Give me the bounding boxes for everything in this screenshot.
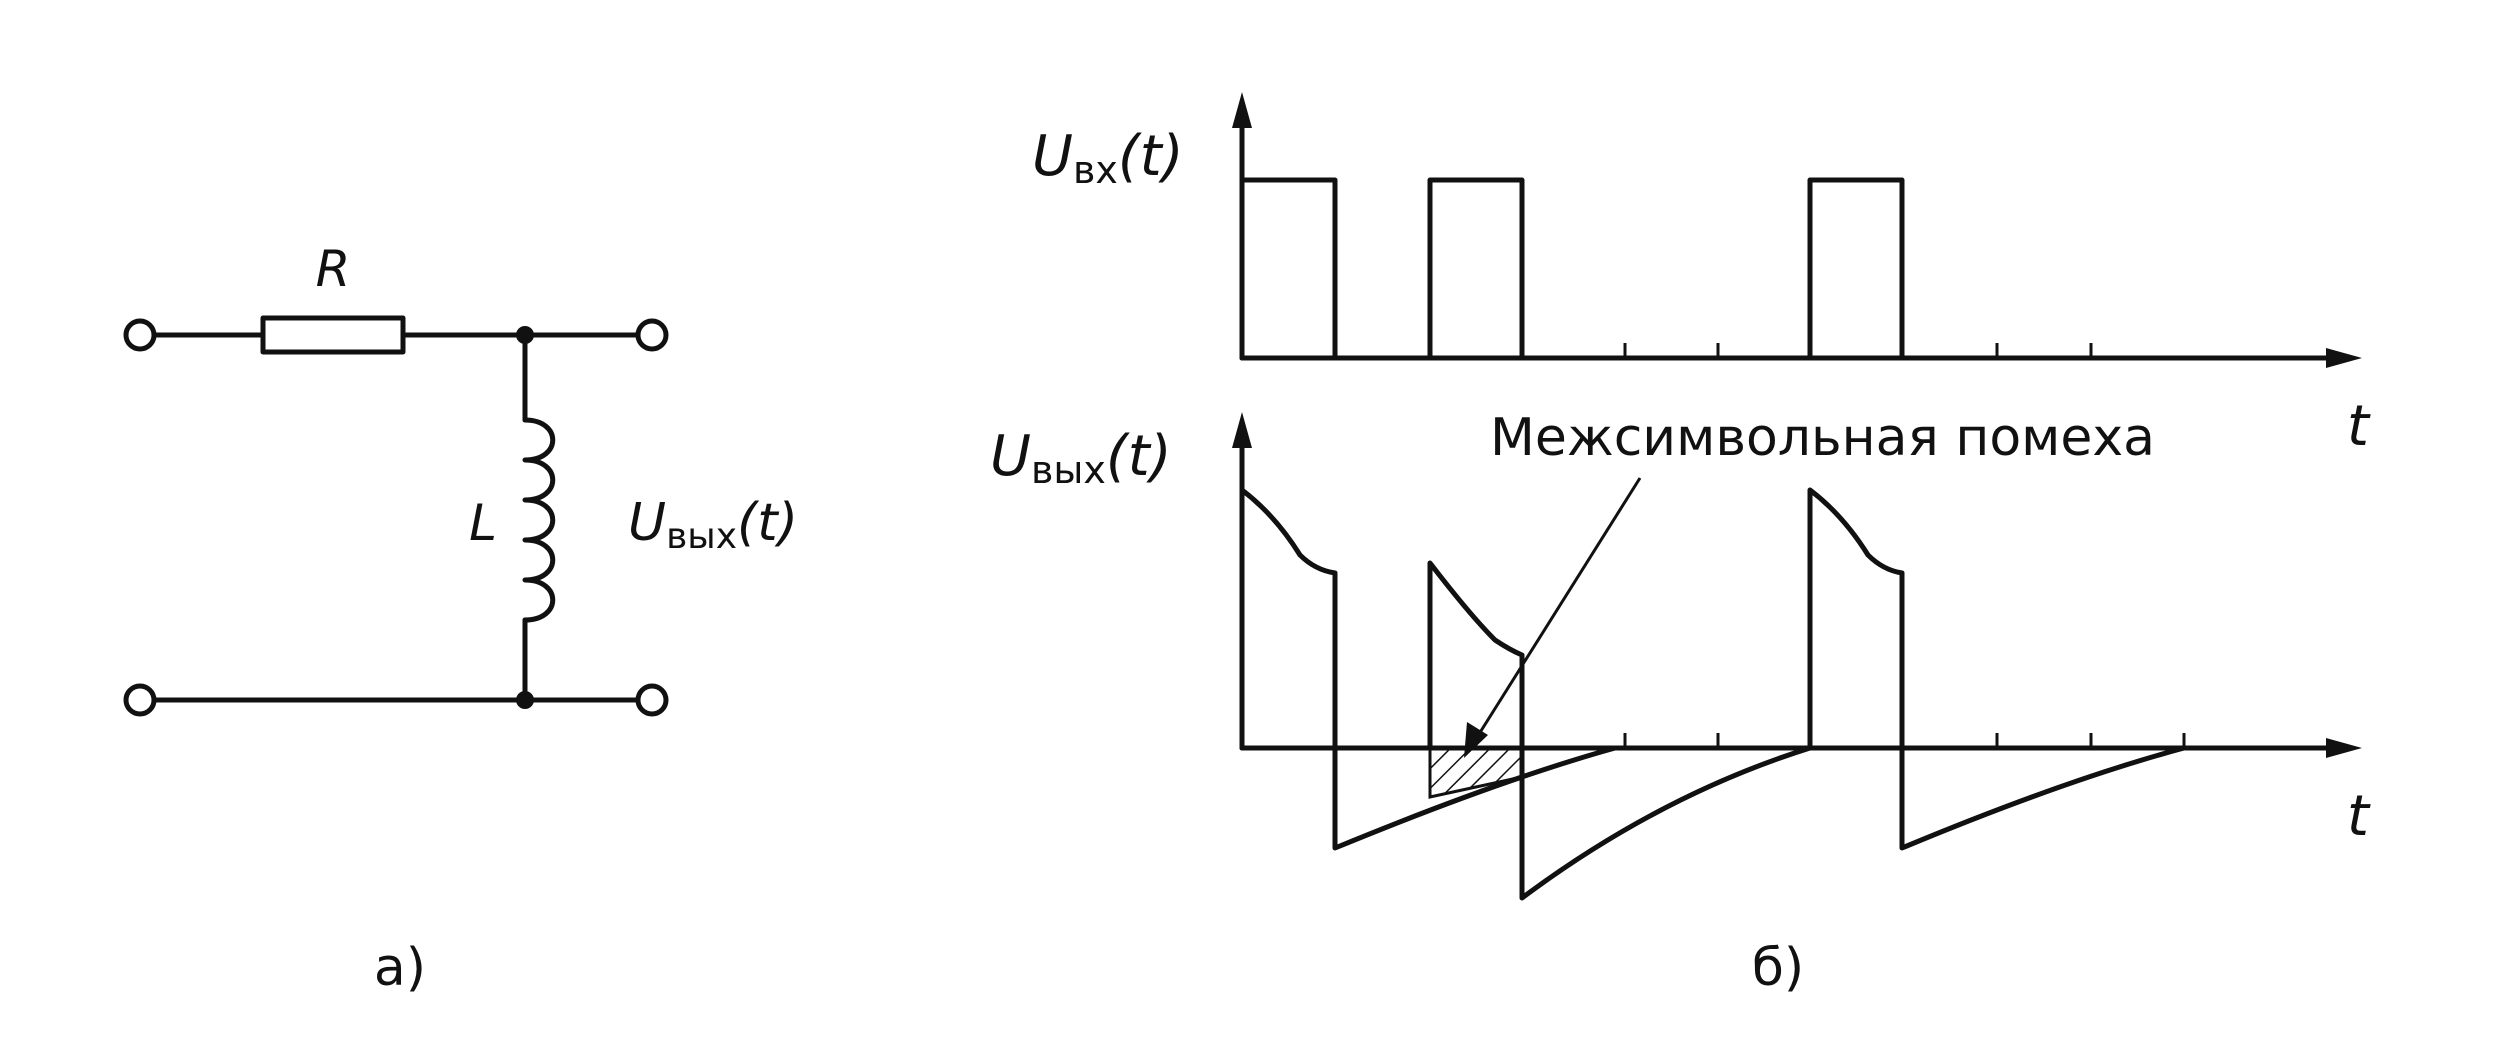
input-label-arg: (t) <box>1118 124 1184 189</box>
output-x-arrow <box>2326 738 2362 758</box>
output-axis-arg: (t) <box>1106 424 1172 489</box>
output-label-arg: (t) <box>737 493 798 553</box>
input-label-main: U <box>1032 124 1073 189</box>
resistor <box>260 315 406 355</box>
circuit-output-label: Uвых(t) <box>628 493 798 557</box>
inductor-label: L <box>469 494 497 552</box>
output-terminal-bottom <box>635 683 669 717</box>
rl-circuit: R L Uвых(t) а) <box>123 240 798 998</box>
annotation-arrowhead <box>1464 722 1488 758</box>
output-terminal-top <box>635 318 669 352</box>
output-waveform <box>1239 487 2187 901</box>
input-y-arrow <box>1232 92 1252 128</box>
resistor-label: R <box>316 240 351 298</box>
time-label-top: t <box>2347 394 2371 459</box>
input-terminal-top <box>123 318 157 352</box>
panel-a-label: а) <box>374 938 426 998</box>
output-y-arrow <box>1232 412 1252 448</box>
timing-diagrams: Uвх(t) t <box>990 92 2371 998</box>
output-axis-label: Uвых(t) <box>990 424 1172 492</box>
input-x-arrow <box>2326 348 2362 368</box>
annotation-pointer <box>1472 477 1642 743</box>
input-axis-label: Uвх(t) <box>1032 124 1184 192</box>
interference-region <box>1428 746 1524 799</box>
input-terminal-bottom <box>123 683 157 717</box>
inductor <box>522 417 556 623</box>
input-pulse-train <box>1239 177 1905 361</box>
input-axes <box>1232 92 2362 368</box>
time-label-bottom: t <box>2347 784 2371 849</box>
input-label-sub: вх <box>1073 148 1118 192</box>
interference-annotation: Межсимвольная помеха <box>1490 408 2155 468</box>
output-label-main: U <box>628 493 666 553</box>
output-axis-main: U <box>990 424 1031 489</box>
output-axis-sub: вых <box>1031 448 1106 492</box>
output-label-sub: вых <box>666 516 737 557</box>
panel-b-label: б) <box>1752 938 1804 998</box>
